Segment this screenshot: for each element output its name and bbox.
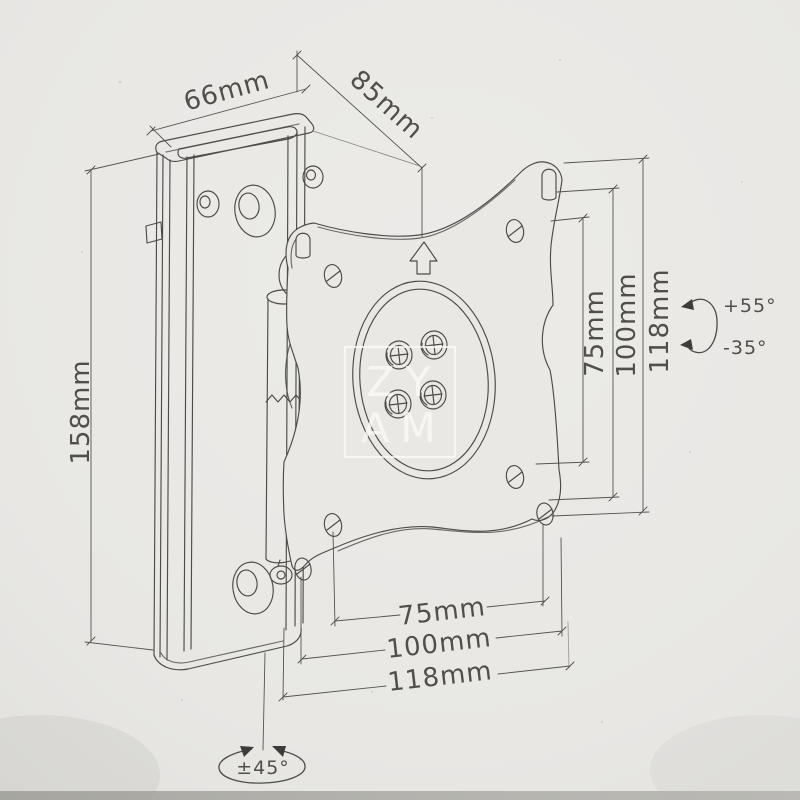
dim-right-118-label: 118mm — [645, 268, 675, 373]
dim-right-75-label: 75mm — [580, 289, 610, 377]
keyhole-slot-top-right — [541, 168, 557, 201]
up-arrow-icon — [409, 241, 438, 275]
tilt-up-label: +55° — [723, 295, 777, 317]
swivel-label: ±45° — [236, 757, 290, 779]
vesa-plate — [282, 161, 563, 581]
tilt-down-arrowhead — [680, 339, 693, 350]
watermark-line1: ZY — [366, 358, 441, 406]
tilt-up-arrowhead — [681, 299, 694, 310]
watermark: ZY AM — [343, 345, 457, 459]
dimension-lines — [84, 50, 650, 751]
pivot-washer — [269, 565, 293, 585]
center-hub — [352, 280, 496, 480]
swivel-left-arrowhead — [240, 746, 254, 757]
wall-plate-holes — [196, 165, 324, 615]
dim-right-100-label: 100mm — [612, 272, 642, 377]
swivel-right-arrowhead — [272, 746, 286, 757]
vesa-screw-holes — [294, 219, 554, 581]
swivel-range-symbol: ±45° — [218, 746, 306, 784]
spring-break-line — [265, 394, 303, 403]
keyhole-slot-top-left — [295, 232, 311, 259]
tilt-range-symbol: +55° -35° — [680, 295, 777, 359]
latch-clip — [145, 221, 163, 244]
dim-height-label: 158mm — [66, 359, 96, 464]
hub-screws — [384, 330, 448, 419]
wall-plate — [145, 113, 324, 671]
paper-specks — [81, 59, 743, 761]
watermark-line2: AM — [361, 404, 446, 452]
tilt-down-label: -35° — [723, 337, 768, 359]
